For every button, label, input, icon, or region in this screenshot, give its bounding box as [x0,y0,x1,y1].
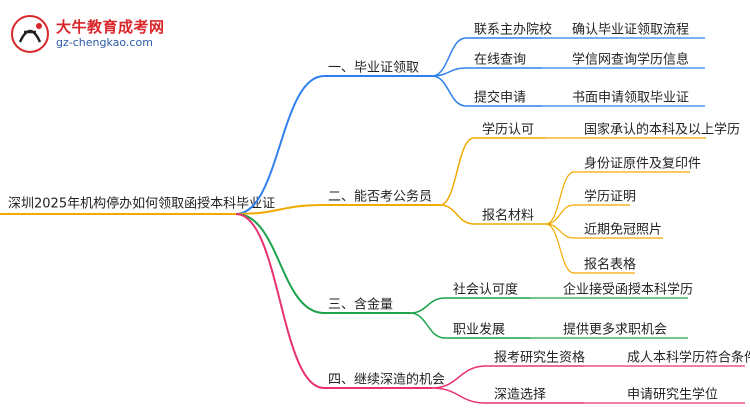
child-node: 社会认可度 [453,282,518,298]
leaf-node: 近期免冠照片 [584,223,662,238]
connector [235,213,325,314]
connector [409,297,446,314]
logo-mark-icon [11,15,49,53]
connector [545,171,575,225]
connector [235,213,325,389]
connector [235,75,325,215]
watermark-title: 大牛教育成考网 [56,18,165,36]
child-node: 报名材料 [482,208,534,224]
leaf-node: 学历证明 [584,189,636,205]
child-node: 学历认可 [482,122,534,138]
leaf-node: 企业接受函授本科学历 [563,282,693,298]
connector [431,37,467,77]
root-node: 深圳2025年机构停办如何领取函授本科毕业证 [8,196,275,212]
connector [431,67,467,77]
leaf-node: 确认毕业证领取流程 [572,23,689,38]
branch-node: 三、含金量 [328,297,393,313]
watermark-url: gz-chengkao.com [56,36,153,49]
leaf-node: 申请研究生学位 [627,387,718,403]
connector [235,204,325,215]
branch-node: 二、能否考公务员 [328,189,432,205]
connector [431,387,487,404]
connector [439,204,475,225]
connector [431,365,487,389]
child-node: 职业发展 [453,322,505,338]
child-node: 深造选择 [494,388,546,403]
branch-node: 四、继续深造的机会 [328,372,445,388]
connector [439,137,475,206]
leaf-node: 国家承认的本科及以上学历 [584,122,740,138]
leaf-node: 身份证原件及复印件 [584,156,701,172]
leaf-node: 书面申请领取毕业证 [572,91,689,106]
child-node: 提交申请 [474,90,526,106]
leaf-node: 成人本科学历符合条件 [627,350,750,366]
leaf-node: 报名表格 [584,257,636,273]
watermark-logo: 大牛教育成考网 gz-chengkao.com [10,14,210,54]
leaf-node: 提供更多求职机会 [563,322,667,338]
branch-node: 一、毕业证领取 [328,61,419,76]
connector [409,312,446,339]
child-node: 联系主办院校 [474,22,552,38]
leaf-node: 学信网查询学历信息 [572,52,689,68]
connector [431,75,467,107]
connector [545,204,575,225]
child-node: 在线查询 [474,53,526,68]
child-node: 报考研究生资格 [494,350,585,366]
connector [545,223,575,274]
